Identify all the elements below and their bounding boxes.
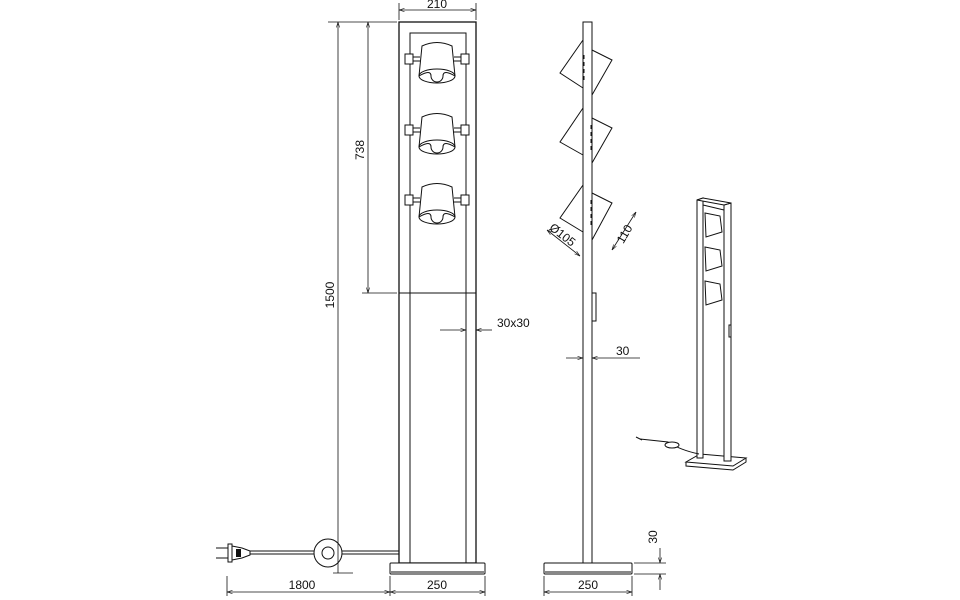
side-dimensions: Ø105 110 30 250 30 (543, 212, 666, 596)
foot-switch-icon (313, 538, 343, 568)
front-inner-frame (409, 32, 467, 294)
front-base (389, 562, 486, 575)
dim-250-front: 250 (427, 578, 447, 592)
dim-210: 210 (427, 0, 447, 11)
dim-1800: 1800 (289, 578, 316, 592)
spot-lamp (404, 183, 470, 225)
dim-30x30: 30x30 (497, 316, 530, 330)
spot-lamp (404, 113, 470, 155)
front-dimensions: 210 1500 738 30x30 1800 250 (226, 0, 530, 596)
dim-250-side: 250 (578, 578, 598, 592)
dim-diameter-105: Ø105 (547, 220, 579, 249)
dim-1500: 1500 (323, 281, 337, 308)
side-view (543, 21, 633, 575)
dim-30-base: 30 (646, 530, 660, 544)
dim-30-side: 30 (616, 344, 630, 358)
side-pole (582, 21, 593, 564)
side-base (543, 562, 633, 575)
isometric-view (635, 197, 748, 471)
plug-icon (216, 543, 251, 563)
spot-lamp (404, 42, 470, 84)
dim-738: 738 (353, 140, 367, 160)
power-cable (216, 538, 399, 568)
front-view (389, 21, 486, 575)
